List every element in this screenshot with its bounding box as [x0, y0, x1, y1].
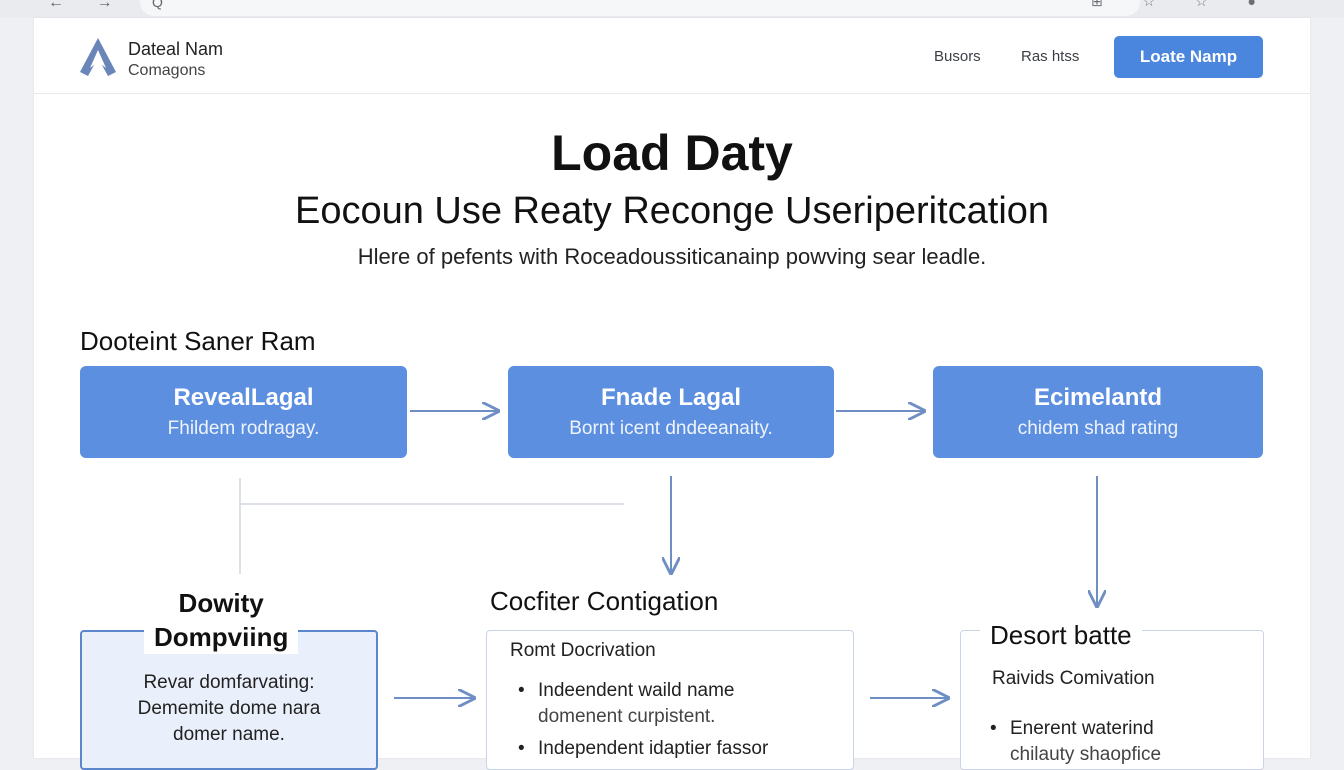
step-revealagal[interactable]: RevealLagal Fhildem rodragay.: [80, 366, 407, 458]
nav-link-busors[interactable]: Busors: [934, 48, 981, 65]
step-subtitle: Fhildem rodragay.: [167, 418, 320, 439]
card-desort-heading: Desort batte: [980, 620, 1142, 651]
list-item-sub: domenent curpistent.: [538, 706, 716, 727]
brand-line1: Dateal Nam: [128, 39, 224, 59]
address-bar[interactable]: Q: [140, 0, 1140, 16]
list-item: • Enerent waterind chilauty shaopfice: [990, 716, 1161, 768]
list-item-main: Indeendent waild name: [538, 680, 735, 701]
card-dowity-text: Revar domfarvating: Dememite dome nara d…: [80, 670, 378, 748]
bullet-icon: •: [518, 680, 525, 701]
step-title: Ecimelantd: [1033, 384, 1163, 411]
card-heading-line1: Dowity: [178, 588, 264, 618]
chevron-logo-icon[interactable]: [78, 36, 118, 78]
search-icon: Q: [152, 0, 163, 10]
browser-toolbar-icons[interactable]: ⊞ ☆ ☆ ●: [1091, 0, 1274, 9]
card-cocfiter-title: Romt Docrivation: [510, 640, 656, 661]
nav-link-ras-htss[interactable]: Ras htss: [1021, 48, 1080, 65]
section-title: Dooteint Saner Ram: [80, 326, 316, 356]
top-navigation: Dateal Nam Comagons Busors Ras htss Loat…: [34, 18, 1310, 94]
web-page: Dateal Nam Comagons Busors Ras htss Loat…: [34, 18, 1310, 770]
card-cocfiter-heading: Cocfiter Contigation: [480, 586, 729, 617]
hero-subtitle: Eocoun Use Reaty Reconge Useriperitcatio…: [294, 190, 1050, 232]
browser-nav-icons[interactable]: ← → C: [48, 0, 171, 11]
card-text-line: Revar domfarvating:: [143, 672, 315, 693]
brand-line2: Comagons: [128, 62, 206, 79]
bullet-icon: •: [518, 738, 525, 759]
step-fnade-lagal[interactable]: Fnade Lagal Bornt icent dndeeanaity.: [508, 366, 834, 458]
card-dowity-heading: Dowity Dompviing: [144, 586, 299, 654]
card-cocfiter[interactable]: [486, 630, 854, 770]
list-item: • Independent idaptier fassor: [518, 738, 768, 760]
cta-button[interactable]: Loate Namp: [1114, 36, 1263, 78]
step-title: RevealLagal: [173, 384, 314, 411]
step-subtitle: Bornt icent dndeeanaity.: [569, 418, 773, 439]
step-ecimelantd[interactable]: Ecimelantd chidem shad rating: [933, 366, 1263, 458]
hero-description: Hlere of pefents with Roceadoussiticanai…: [357, 244, 987, 269]
step-subtitle: chidem shad rating: [1017, 418, 1179, 439]
list-item-sub: chilauty shaopfice: [1010, 744, 1162, 765]
bullet-icon: •: [990, 718, 997, 739]
browser-chrome: ← → C Q ⊞ ☆ ☆ ●: [0, 0, 1344, 18]
card-text-line: Dememite dome nara: [137, 698, 321, 719]
list-item: • Indeendent waild name domenent curpiste…: [518, 678, 734, 730]
step-title: Fnade Lagal: [600, 384, 742, 411]
hero-title: Load Daty: [551, 125, 793, 181]
card-desort-title: Raivids Comivation: [992, 668, 1155, 689]
list-item-main: Enerent waterind: [1010, 718, 1154, 739]
brand-name[interactable]: Dateal Nam Comagons: [128, 38, 223, 82]
list-item-main: Independent idaptier fassor: [538, 738, 769, 759]
card-heading-line2: Dompviing: [154, 622, 289, 652]
card-text-line: domer name.: [173, 724, 285, 745]
